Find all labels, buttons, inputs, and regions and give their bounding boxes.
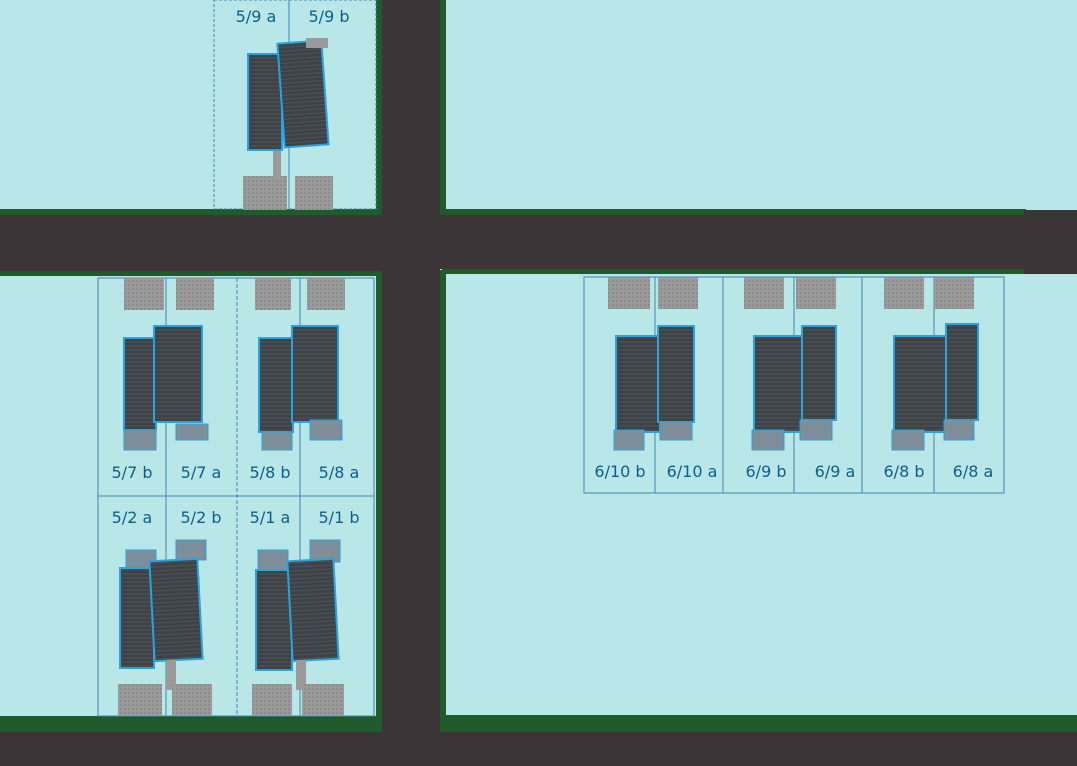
house-6-9 — [744, 277, 837, 451]
road-vertical — [382, 0, 440, 766]
terrace — [613, 429, 645, 451]
roof — [291, 325, 339, 423]
roof — [801, 325, 837, 421]
roof — [945, 323, 979, 421]
lot-label-5-9b: 5/9 b — [309, 7, 350, 26]
lot-label-5-2a: 5/2 a — [112, 508, 153, 527]
lot-label-6-9b: 6/9 b — [746, 462, 787, 481]
paving — [243, 176, 287, 210]
house-5-2 — [118, 539, 212, 716]
paving — [934, 277, 974, 309]
roof — [123, 337, 157, 431]
path — [166, 660, 176, 690]
lot-label-5-7a: 5/7 a — [181, 463, 222, 482]
house-5-7 — [123, 278, 214, 451]
path — [296, 660, 306, 690]
roof — [657, 325, 695, 423]
paving — [118, 684, 162, 716]
terrace — [943, 419, 975, 441]
lot-label-5-7b: 5/7 b — [112, 463, 153, 482]
paving — [255, 278, 291, 310]
roof — [276, 39, 330, 149]
paving — [608, 277, 650, 309]
terrace — [261, 431, 293, 451]
terrace — [659, 421, 693, 441]
paving — [306, 38, 328, 48]
paving — [172, 684, 212, 716]
terrace — [257, 549, 289, 573]
roof — [286, 557, 340, 663]
paving — [252, 684, 292, 716]
roof — [753, 335, 805, 433]
house-5-1 — [252, 539, 344, 716]
paving — [796, 277, 836, 309]
lot-label-5-1b: 5/1 b — [319, 508, 360, 527]
lot-label-5-9a: 5/9 a — [236, 7, 277, 26]
terrace — [309, 419, 343, 441]
house-5-9 — [243, 38, 333, 210]
road-horizontal-upper-right — [440, 215, 1026, 269]
house-6-8 — [884, 277, 979, 451]
paving — [176, 278, 214, 310]
terrace — [891, 429, 925, 451]
roof — [258, 337, 294, 433]
terrace — [175, 539, 207, 561]
roof — [893, 335, 951, 433]
lot-label-6-10a: 6/10 a — [667, 462, 718, 481]
lot-labels: 5/9 a 5/9 b 5/7 b 5/7 a 5/8 b 5/8 a 5/2 … — [112, 7, 994, 527]
lot-label-6-8a: 6/8 a — [953, 462, 994, 481]
road-horizontal-upper-left — [0, 215, 384, 271]
paving — [295, 176, 333, 210]
roof — [119, 567, 155, 669]
roof — [615, 335, 661, 433]
terrace — [123, 429, 157, 451]
lot-label-6-10b: 6/10 b — [594, 462, 645, 481]
paving — [658, 277, 698, 309]
house-6-10 — [608, 277, 698, 451]
paving — [307, 278, 345, 310]
lot-label-5-2b: 5/2 b — [181, 508, 222, 527]
terrace — [799, 419, 833, 441]
road-horizontal-lower — [0, 732, 1077, 766]
lot-label-5-8a: 5/8 a — [319, 463, 360, 482]
terrace — [175, 423, 209, 441]
roof — [255, 569, 293, 671]
paving — [884, 277, 924, 309]
house-5-8 — [255, 278, 345, 451]
paving — [744, 277, 784, 309]
curbs — [0, 0, 1077, 735]
road-stub-right — [1024, 210, 1077, 274]
roof — [153, 325, 203, 423]
roof — [247, 53, 283, 151]
paving — [124, 278, 164, 310]
paving — [302, 684, 344, 716]
lot-label-6-8b: 6/8 b — [884, 462, 925, 481]
terrace — [751, 429, 785, 451]
path — [273, 150, 281, 180]
lot-label-5-1a: 5/1 a — [250, 508, 291, 527]
lot-label-5-8b: 5/8 b — [250, 463, 291, 482]
lot-label-6-9a: 6/9 a — [815, 462, 856, 481]
roof — [148, 557, 204, 663]
